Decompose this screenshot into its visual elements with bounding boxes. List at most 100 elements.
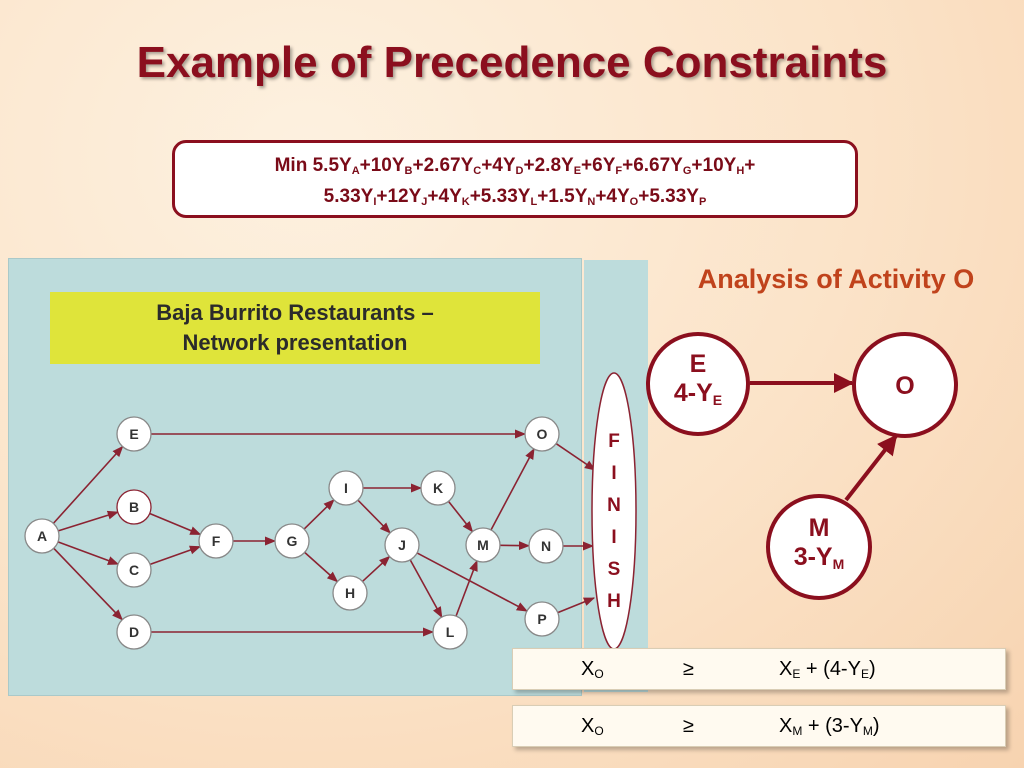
network-node-n: N — [528, 528, 564, 564]
objective-term-subscript: G — [682, 165, 692, 177]
objective-term-subscript: I — [373, 196, 377, 208]
network-node-p: P — [524, 601, 560, 637]
objective-term-subscript: B — [404, 165, 413, 177]
edge-i-j — [357, 499, 391, 534]
objective-term: +6.67Y — [622, 155, 683, 176]
network-node-label: A — [37, 528, 47, 544]
constraint-2: XO ≥ XM + (3-YM) — [512, 705, 1006, 747]
edge-h-j — [361, 555, 391, 583]
objective-term-subscript: K — [461, 196, 470, 208]
objective-line1-suffix: + — [744, 155, 756, 176]
network-node-o: O — [524, 416, 560, 452]
network-heading-line-2: Network presentation — [182, 330, 408, 355]
network-node-label: I — [344, 480, 348, 496]
edge-o-finish — [555, 442, 596, 471]
network-node-i: I — [328, 470, 364, 506]
objective-term: +10Y — [359, 155, 405, 176]
analysis-node-e-duration: 4-YE — [673, 379, 723, 408]
constraint-1-operator: ≥ — [683, 658, 694, 680]
network-node-m: M — [465, 527, 501, 563]
objective-term: +4Y — [595, 186, 630, 207]
analysis-node-e-label: E — [689, 350, 707, 378]
network-node-label: E — [129, 426, 138, 442]
objective-term-subscript: A — [351, 165, 360, 177]
objective-term: +12Y — [376, 186, 422, 207]
edge-j-p — [416, 552, 528, 612]
finish-letter: I — [611, 527, 616, 548]
edge-l-m — [455, 559, 478, 617]
analysis-node-o: O — [852, 332, 958, 438]
objective-term: +5.33Y — [638, 186, 699, 207]
network-node-h: H — [332, 575, 368, 611]
analysis-node-o-label: O — [895, 372, 915, 400]
network-node-label: H — [345, 585, 355, 601]
objective-term: 5.33Y — [323, 186, 374, 207]
network-node-b: B — [116, 489, 152, 525]
objective-term-subscript: C — [473, 165, 482, 177]
objective-term: +6Y — [581, 155, 616, 176]
finish-letter: I — [611, 463, 616, 484]
network-node-c: C — [116, 552, 152, 588]
constraint-2-operator: ≥ — [683, 715, 694, 737]
network-node-k: K — [420, 470, 456, 506]
objective-term: +4Y — [481, 155, 516, 176]
network-node-label: O — [537, 426, 548, 442]
objective-line-1: Min 5.5YA+10YB+2.67YC+4YD+2.8YE+6YF+6.67… — [175, 153, 855, 184]
objective-term-subscript: L — [530, 196, 538, 208]
constraint-1: XO ≥ XE + (4-YE) — [512, 648, 1006, 690]
objective-term: +1.5Y — [537, 186, 588, 207]
finish-letter: H — [607, 591, 621, 612]
network-node-f: F — [198, 523, 234, 559]
network-node-label: K — [433, 480, 443, 496]
objective-term: 5.5Y — [312, 155, 352, 176]
objective-term-subscript: F — [615, 165, 623, 177]
analysis-node-e: E 4-YE — [646, 332, 750, 436]
edge-m-o — [490, 448, 535, 531]
slide-title: Example of Precedence Constraints — [136, 38, 888, 87]
objective-term-subscript: O — [629, 196, 639, 208]
objective-term: +5.33Y — [469, 186, 531, 207]
network-heading-line-1: Baja Burrito Restaurants – — [156, 300, 434, 325]
finish-letter: S — [608, 559, 621, 580]
network-node-label: C — [129, 562, 139, 578]
analysis-node-m: M 3-YM — [766, 494, 872, 600]
objective-term-subscript: J — [421, 196, 428, 208]
edge-k-m — [447, 500, 474, 533]
network-node-g: G — [274, 523, 310, 559]
finish-letter: F — [608, 431, 620, 452]
objective-term-subscript: N — [587, 196, 596, 208]
network-node-label: J — [398, 537, 406, 553]
edge-m-to-o — [844, 434, 898, 502]
network-node-a: A — [24, 518, 60, 554]
objective-term-subscript: H — [736, 165, 745, 177]
network-node-label: P — [537, 611, 546, 627]
network-node-label: B — [129, 499, 139, 515]
objective-term: +10Y — [691, 155, 737, 176]
edge-g-h — [304, 551, 339, 583]
finish-letter: N — [607, 495, 621, 516]
network-node-label: N — [541, 538, 551, 554]
edge-a-b — [57, 510, 119, 532]
objective-term: +2.67Y — [412, 155, 474, 176]
network-node-label: G — [287, 533, 298, 549]
network-heading: Baja Burrito Restaurants – Network prese… — [50, 292, 540, 364]
constraint-2-rhs: XM + (3-YM) — [779, 715, 880, 738]
analysis-node-m-duration: 3-YM — [793, 543, 845, 572]
constraint-1-rhs: XE + (4-YE) — [779, 658, 876, 681]
network-node-e: E — [116, 416, 152, 452]
constraint-1-lhs: XO — [581, 658, 604, 681]
network-node-label: M — [477, 537, 489, 553]
edge-b-f — [149, 512, 202, 536]
objective-function-box: Min 5.5YA+10YB+2.67YC+4YD+2.8YE+6YF+6.67… — [172, 140, 858, 218]
objective-prefix: Min — [274, 155, 313, 176]
objective-term-subscript: E — [573, 165, 582, 177]
objective-term: +2.8Y — [523, 155, 574, 176]
network-node-label: D — [129, 624, 139, 640]
edge-c-f — [149, 545, 202, 566]
network-node-j: J — [384, 527, 420, 563]
edge-a-d — [53, 547, 124, 621]
objective-term: +4Y — [427, 186, 462, 207]
analysis-title: Analysis of Activity O — [697, 264, 975, 294]
network-node-d: D — [116, 614, 152, 650]
